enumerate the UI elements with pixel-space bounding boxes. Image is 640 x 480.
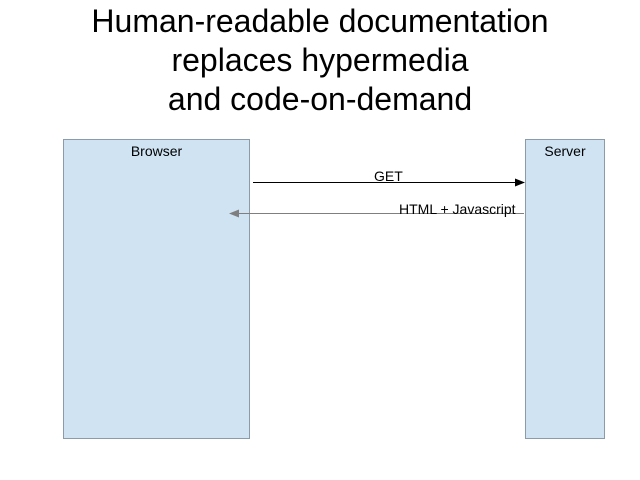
slide-title: Human-readable documentation replaces hy… xyxy=(0,2,640,119)
title-line-3: and code-on-demand xyxy=(167,81,473,117)
browser-lifeline: Browser xyxy=(63,139,250,439)
browser-label: Browser xyxy=(130,143,183,159)
server-lifeline: Server xyxy=(525,139,605,439)
get-request-label: GET xyxy=(374,168,403,184)
server-label: Server xyxy=(544,143,586,159)
title-line-2: replaces hypermedia xyxy=(171,42,469,78)
response-label: HTML + Javascript xyxy=(399,201,516,217)
title-line-1: Human-readable documentation xyxy=(91,3,549,39)
